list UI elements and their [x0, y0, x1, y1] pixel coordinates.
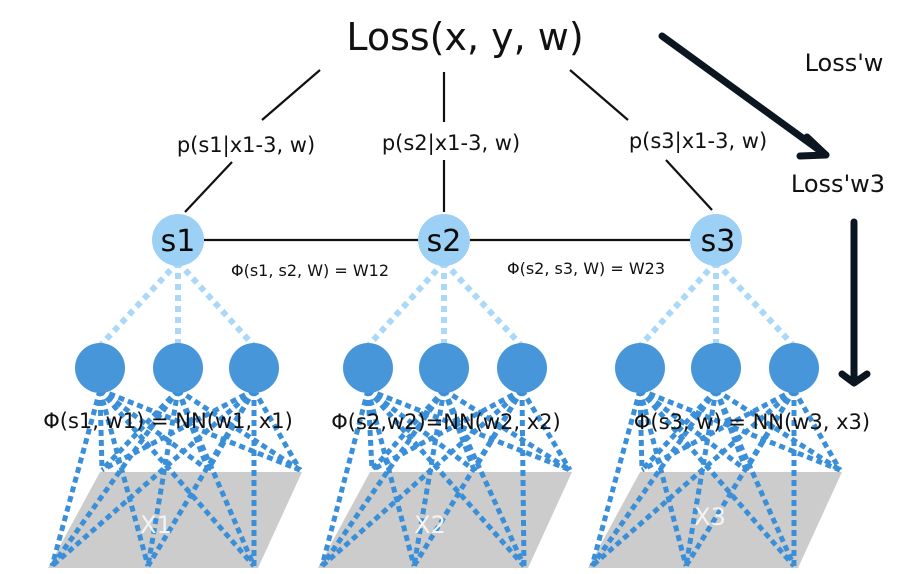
hidden-input-link [320, 388, 524, 568]
hidden-input-link [471, 388, 525, 472]
hidden-input-link [714, 387, 842, 473]
state-label-s1: s1 [161, 224, 196, 259]
input-label-x2: X2 [414, 511, 446, 539]
hidden-input-link [441, 389, 477, 471]
state-nodes [152, 214, 742, 266]
loss-gradient-w3: Loss'w3 [791, 170, 885, 198]
hidden-input-link [99, 387, 301, 473]
hidden-input-link [370, 388, 446, 472]
state-hidden-link [637, 259, 719, 349]
state-hidden-link [713, 259, 797, 349]
hidden-input-link [365, 389, 417, 567]
hidden-input-link [640, 388, 718, 472]
input-links [49, 387, 843, 568]
unary-potential-1: Φ(s1, w1) = NN(w1, x1) [43, 409, 293, 433]
hidden-input-link [370, 387, 524, 473]
hidden-input-link [637, 389, 689, 567]
pairwise-potential-12: Φ(s1, s2, W) = W12 [231, 261, 389, 280]
hidden-input-link [50, 388, 256, 568]
hidden-input-link [366, 388, 476, 472]
hidden-input-link [791, 388, 843, 472]
hidden-nodes [75, 343, 819, 393]
hidden-input-link [638, 388, 748, 472]
hidden-input-link [98, 387, 210, 473]
hidden-input-link [97, 389, 105, 471]
arrow-diagonal [658, 32, 830, 159]
hidden-input-link [366, 388, 526, 568]
state-hidden-link [365, 259, 447, 349]
labels: Loss(x, y, w) Loss'w Loss'w3 p(s1|x1-3, … [43, 15, 885, 539]
hidden-input-link [49, 388, 181, 568]
state-hidden-link [441, 259, 525, 349]
hidden-input-link [175, 389, 211, 471]
hidden-input-link [365, 389, 375, 471]
hidden-input-link [590, 388, 796, 568]
conditional-s2: p(s2|x1-3, w) [382, 131, 520, 156]
hidden-input-link [638, 388, 796, 568]
hidden-node [153, 343, 203, 393]
hidden-input-link [589, 389, 643, 567]
loss-lines [184, 69, 713, 213]
hidden-input-link [639, 387, 841, 473]
hidden-input-link [49, 389, 103, 567]
pairwise-potential-23: Φ(s2, s3, W) = W23 [507, 259, 665, 278]
state-label-s3: s3 [701, 224, 736, 259]
hidden-input-link [637, 389, 645, 471]
hidden-input-link [713, 389, 749, 471]
hidden-node [75, 343, 125, 393]
hidden-input-link [251, 388, 303, 472]
hidden-input-link [442, 387, 572, 473]
hidden-node [497, 343, 547, 393]
hidden-node [343, 343, 393, 393]
loss-line-right [569, 69, 629, 121]
input-label-x1: X1 [140, 511, 172, 539]
hidden-node [229, 343, 279, 393]
hidden-input-link [640, 387, 796, 473]
hidden-input-link [100, 388, 180, 472]
hidden-input-link [319, 388, 447, 568]
hidden-input-link [519, 388, 573, 472]
hidden-node [691, 343, 741, 393]
state-hidden-link [97, 259, 181, 349]
state-hidden-link [175, 259, 257, 349]
hidden-node [419, 343, 469, 393]
hidden-input-link [589, 388, 719, 568]
conditional-s1: p(s1|x1-3, w) [177, 133, 315, 158]
state-links [97, 259, 797, 349]
hidden-input-link [98, 388, 256, 568]
state-node-s1 [152, 214, 204, 266]
cond-line-left [184, 161, 233, 213]
unary-potential-2: Φ(s2,w2)=NN(w2, x2) [331, 410, 561, 434]
gradient-arrows [658, 32, 871, 387]
hidden-node [769, 343, 819, 393]
hidden-input-link [176, 387, 302, 473]
cond-line-right [665, 159, 713, 211]
state-label-s2: s2 [427, 224, 462, 259]
hidden-input-link [743, 388, 797, 472]
loss-line-left [261, 69, 321, 121]
hidden-input-link [100, 387, 256, 473]
diagram-title: Loss(x, y, w) [346, 15, 583, 59]
conditional-s3: p(s3|x1-3, w) [629, 129, 767, 154]
state-node-s3 [690, 214, 742, 266]
unary-potential-3: Φ(s3, w) = NN(w3, x3) [634, 410, 870, 434]
arrow-diagonal-head [796, 133, 830, 160]
hidden-input-link [367, 387, 571, 473]
hidden-node [615, 343, 665, 393]
state-node-s2 [418, 214, 470, 266]
hidden-input-link [97, 389, 151, 567]
hidden-input-link [319, 389, 371, 567]
arrow-down-head [838, 370, 871, 387]
loss-gradient-w: Loss'w [805, 49, 884, 77]
input-label-x3: X3 [694, 503, 726, 531]
hidden-input-link [205, 388, 257, 472]
